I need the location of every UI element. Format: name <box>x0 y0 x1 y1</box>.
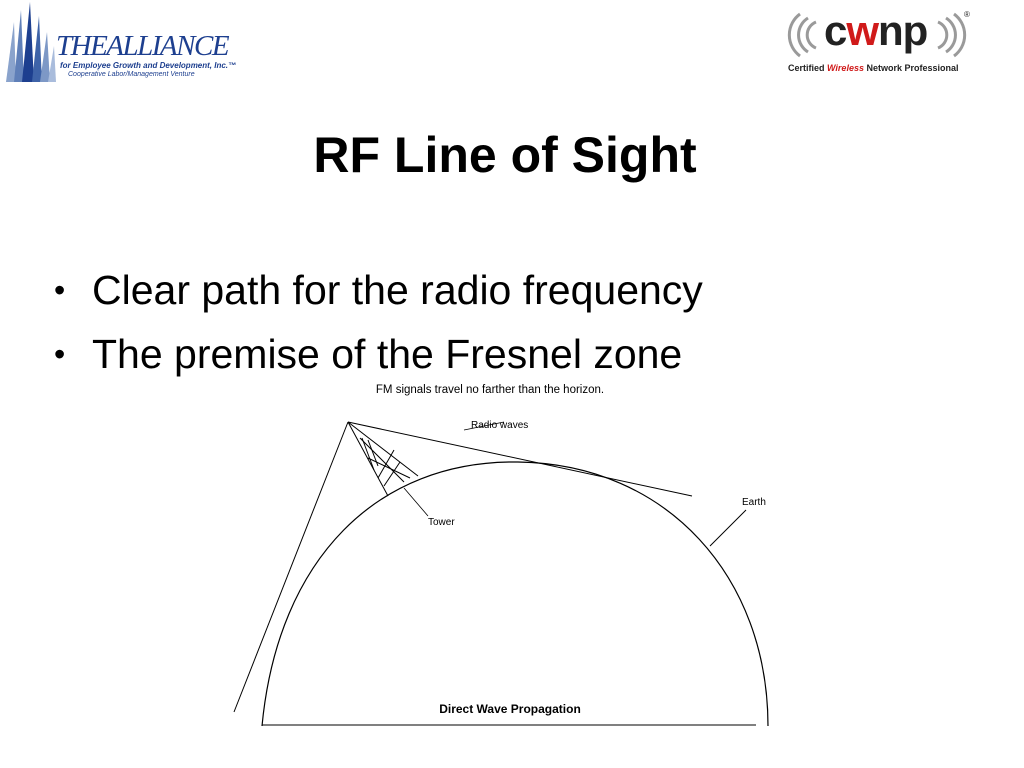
signal-arcs-right-icon <box>937 12 967 58</box>
tower-leader <box>403 487 429 517</box>
signal-arcs-left-icon <box>787 12 817 58</box>
tower-lattice <box>347 421 419 497</box>
earth-leader <box>709 509 747 547</box>
radio-wave-ray-down <box>233 421 349 713</box>
alliance-brand-name: THEALLIANCE <box>56 30 230 62</box>
alliance-logo: THEALLIANCE for Employee Growth and Deve… <box>4 2 236 84</box>
slide-title: RF Line of Sight <box>313 127 697 183</box>
bullet-list: Clear path for the radio frequency The p… <box>52 258 952 386</box>
diagram-caption-top: FM signals travel no farther than the ho… <box>376 384 604 396</box>
radio-waves-label: Radio waves <box>471 420 528 431</box>
cwnp-wordmark: cwnp <box>824 7 928 54</box>
cwnp-tagline: Certified Wireless Network Professional <box>788 63 959 73</box>
propagation-diagram-svg: FM signals travel no farther than the ho… <box>233 384 769 727</box>
bullet-item: The premise of the Fresnel zone <box>52 322 952 386</box>
propagation-diagram: FM signals travel no farther than the ho… <box>228 378 788 738</box>
diagram-caption-bottom: Direct Wave Propagation <box>439 702 581 716</box>
earth-curve <box>261 461 769 727</box>
radio-wave-ray <box>347 421 693 497</box>
building-spires-icon <box>6 2 56 82</box>
bullet-item: Clear path for the radio frequency <box>52 258 952 322</box>
registered-mark: ® <box>964 10 970 19</box>
cwnp-logo: cwnp ® Certified Wireless Network Profes… <box>780 4 980 78</box>
alliance-tagline: for Employee Growth and Development, Inc… <box>60 61 237 70</box>
earth-label: Earth <box>742 497 766 508</box>
radio-waves-leader <box>463 421 505 431</box>
alliance-subtagline: Cooperative Labor/Management Venture <box>68 71 195 78</box>
tower-label: Tower <box>428 517 455 528</box>
